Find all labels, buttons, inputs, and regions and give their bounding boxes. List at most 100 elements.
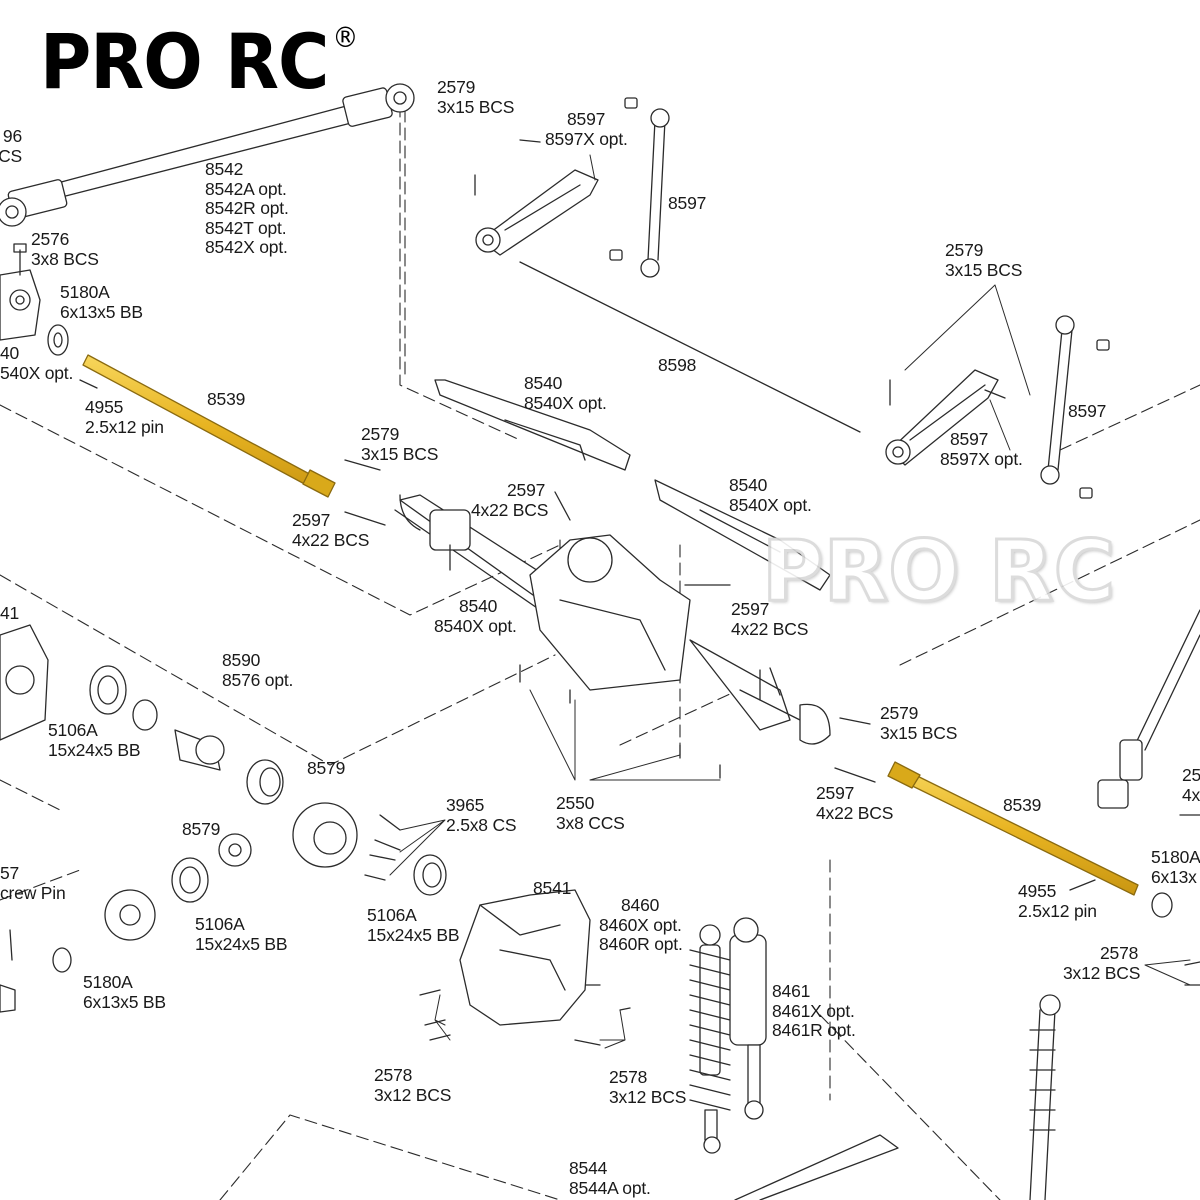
diff-cover-8541 (459, 889, 591, 1026)
steering-link-8542 (0, 83, 415, 227)
callout-text-line: 8579 (182, 819, 221, 839)
callout-text-line: 3x8 CCS (556, 812, 625, 833)
callout-text-line: 96 (2, 126, 22, 146)
brand-logo: PRO RC® (40, 18, 358, 107)
callout-text-line: 8544A opt. (569, 1177, 651, 1198)
callout-label: 8579 (307, 758, 346, 779)
callout-text-line: 25 BCS (0, 145, 22, 166)
screws-and-pins (9, 459, 1200, 1046)
callout-text-line: 57 (0, 863, 20, 883)
callout-text-line: 8540X opt. (434, 615, 517, 636)
callout-text-line: 8461X opt. (772, 1000, 855, 1021)
callout-text-line: 8460R opt. (599, 934, 683, 954)
callout-text-line: 8460X opt. (599, 914, 682, 935)
callout-text-line: 8590 (222, 650, 261, 670)
callout-text-line: 5180A (83, 972, 133, 992)
callout-text-line: 5180A (60, 282, 110, 302)
callout-text-line: 8544 (569, 1158, 608, 1178)
callout-text-line: 2597 (816, 783, 855, 803)
callout-text-line: 8460 (621, 895, 660, 915)
callout-text-line: 5106A (195, 914, 245, 934)
callout-text-line: 8579 (307, 758, 346, 778)
callout-text-line: 5106A (367, 905, 417, 925)
callout-text-line: 4x (1182, 784, 1200, 805)
callout-text-line: 8461 (772, 981, 811, 1001)
callout-text-line: 3x8 BCS (31, 248, 99, 269)
callout-text-line: 2579 (437, 77, 476, 97)
callout-text-line: 2597 (507, 480, 546, 500)
callout-text-line: 8542R opt. (205, 198, 289, 218)
axle-guard-8540 (434, 379, 831, 591)
callout-text-line: 4x22 BCS (292, 529, 370, 550)
callout-text-line: 2.5x12 pin (85, 416, 164, 437)
callout-text-line: 4x22 BCS (731, 618, 809, 639)
callout-text-line: 8540X opt. (729, 494, 812, 515)
callout-text-line: 2.5x8 CS (446, 814, 517, 835)
upper-link-8597-top (474, 97, 861, 433)
callout-text-line: 8540 (524, 373, 563, 393)
callout-text-line: 2576 (31, 229, 70, 249)
callout-text-line: 8542T opt. (205, 217, 287, 238)
callout-label: 8597 (668, 193, 707, 214)
callout-text-line: 8542A opt. (205, 178, 287, 199)
callout-text-line: 2578 (609, 1067, 648, 1087)
callout-text-line: 2550 (556, 793, 595, 813)
callout-text-line: 5106A (48, 720, 98, 740)
axle-shaft-8539-right (887, 761, 1139, 896)
callout-text-line: 8461R opt. (772, 1020, 856, 1040)
shock-8461 (729, 917, 767, 1120)
callout-text-line: 8597X opt. (545, 128, 628, 149)
axle-shaft-8539-left (82, 354, 336, 498)
callout-text-line: 3965 (446, 795, 485, 815)
callout-text-line: 8598 (658, 355, 697, 375)
callout-text-line: 6x13x (1151, 866, 1197, 887)
axle-housing (394, 494, 831, 779)
callout-text-line: 8576 opt. (222, 669, 294, 690)
callout-text-line: 2.5x12 pin (1018, 900, 1097, 921)
callout-text-line: 8540 (459, 596, 498, 616)
callout-text-line: 8542X opt. (205, 237, 288, 257)
callout-label: 8598 (658, 355, 697, 376)
registered-mark: ® (332, 22, 358, 55)
callout-text-line: 4955 (1018, 881, 1057, 901)
callout-text-line: 8597 (950, 429, 989, 449)
upper-link-8597-right (885, 315, 1110, 499)
callout-text-line: 5180A (1151, 847, 1200, 867)
callout-label: 9625 BCS (0, 126, 22, 166)
callout-text-line: 8539 (1003, 795, 1042, 815)
callout-text-line: 8597 (668, 193, 707, 213)
differential-assembly-left (0, 624, 447, 1013)
callout-text-line: 3x15 BCS (945, 259, 1023, 280)
callout-text-line: 8597X opt. (940, 448, 1023, 469)
callout-text-line: 8542 (205, 159, 244, 179)
callout-text-line: 15x24x5 BB (367, 924, 460, 945)
callout-text-line: 2579 (880, 703, 919, 723)
callout-text-line: 2578 (1100, 943, 1139, 963)
